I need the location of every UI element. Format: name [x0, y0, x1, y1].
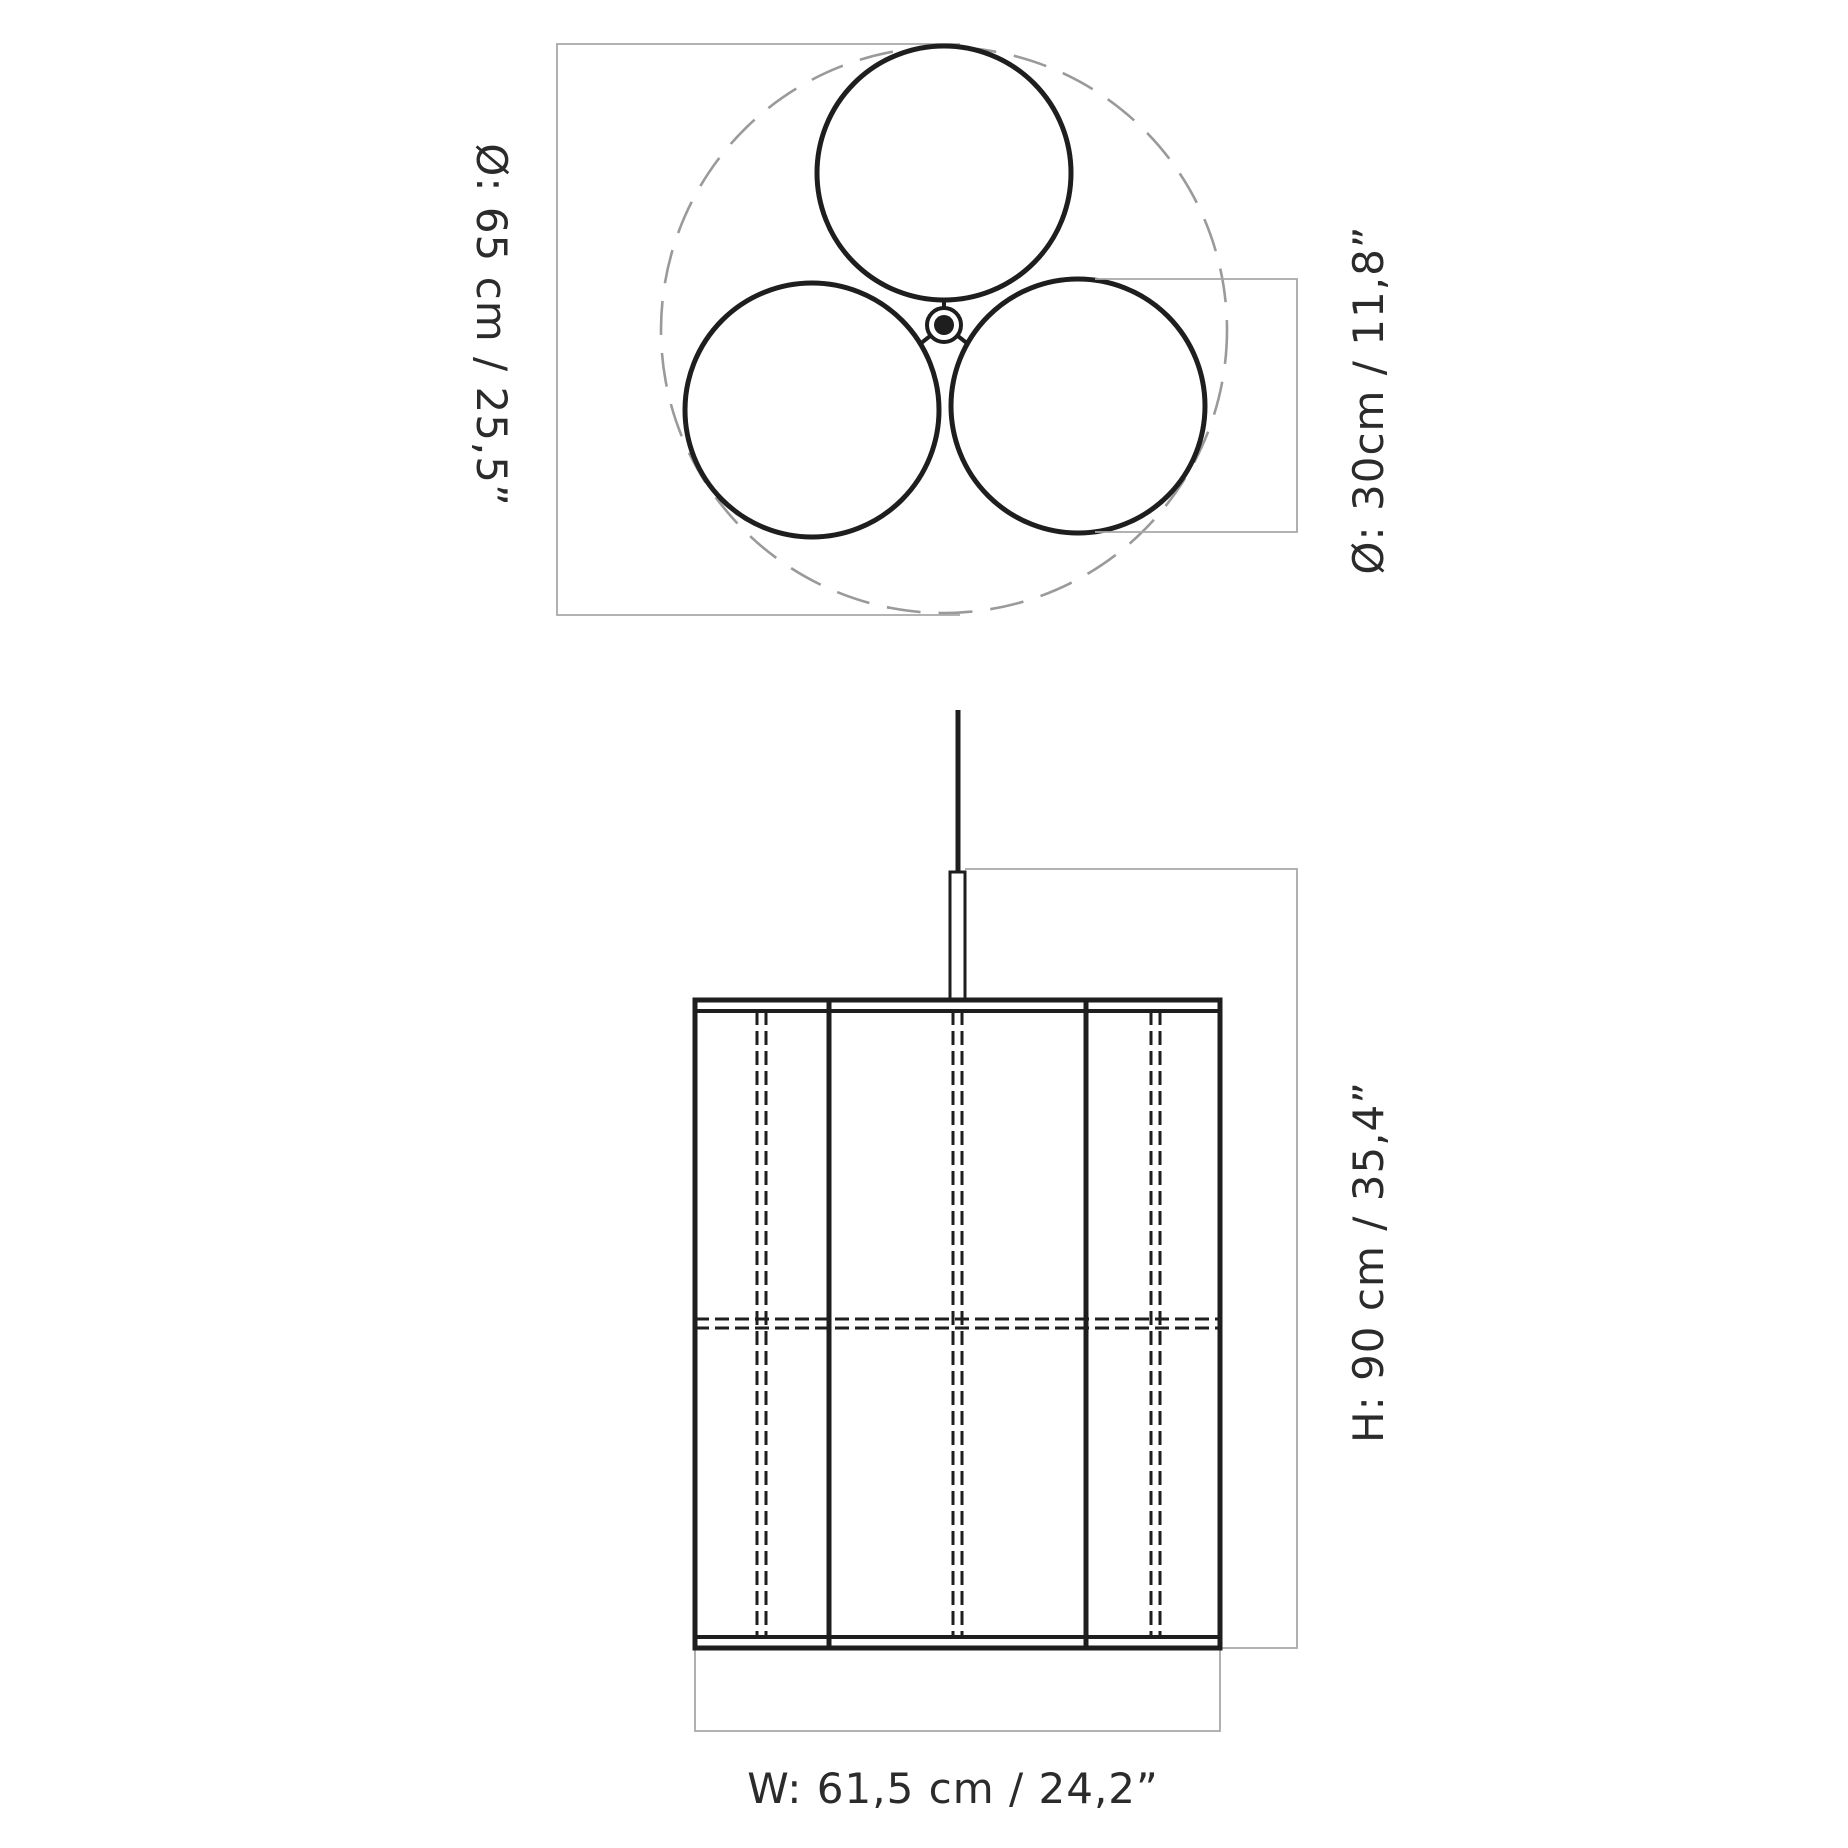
shade-circle-right	[948, 276, 1208, 536]
shade-circle-left	[682, 280, 942, 540]
overall-diameter-guide	[556, 43, 960, 616]
center-hub	[918, 302, 970, 346]
shade-frame	[692, 997, 1223, 1651]
stem-tube	[948, 870, 967, 1002]
hidden-seams-horizontal	[695, 1317, 1220, 1330]
shade-circle-top	[814, 43, 1074, 303]
hidden-seams-vertical	[755, 1011, 1162, 1637]
shade-diameter-guide	[1095, 278, 1298, 533]
width-guide	[694, 1648, 1221, 1732]
side-view	[692, 710, 1298, 1732]
overall-diameter-label: Ø: 65 cm / 25,5”	[467, 143, 516, 506]
top-view	[556, 43, 1298, 616]
height-guide	[965, 868, 1298, 1649]
shade-diameter-label: Ø: 30cm / 11,8”	[1344, 225, 1393, 574]
width-label: W: 61,5 cm / 24,2”	[747, 1764, 1159, 1813]
height-label: H: 90 cm / 35,4”	[1344, 1081, 1393, 1443]
